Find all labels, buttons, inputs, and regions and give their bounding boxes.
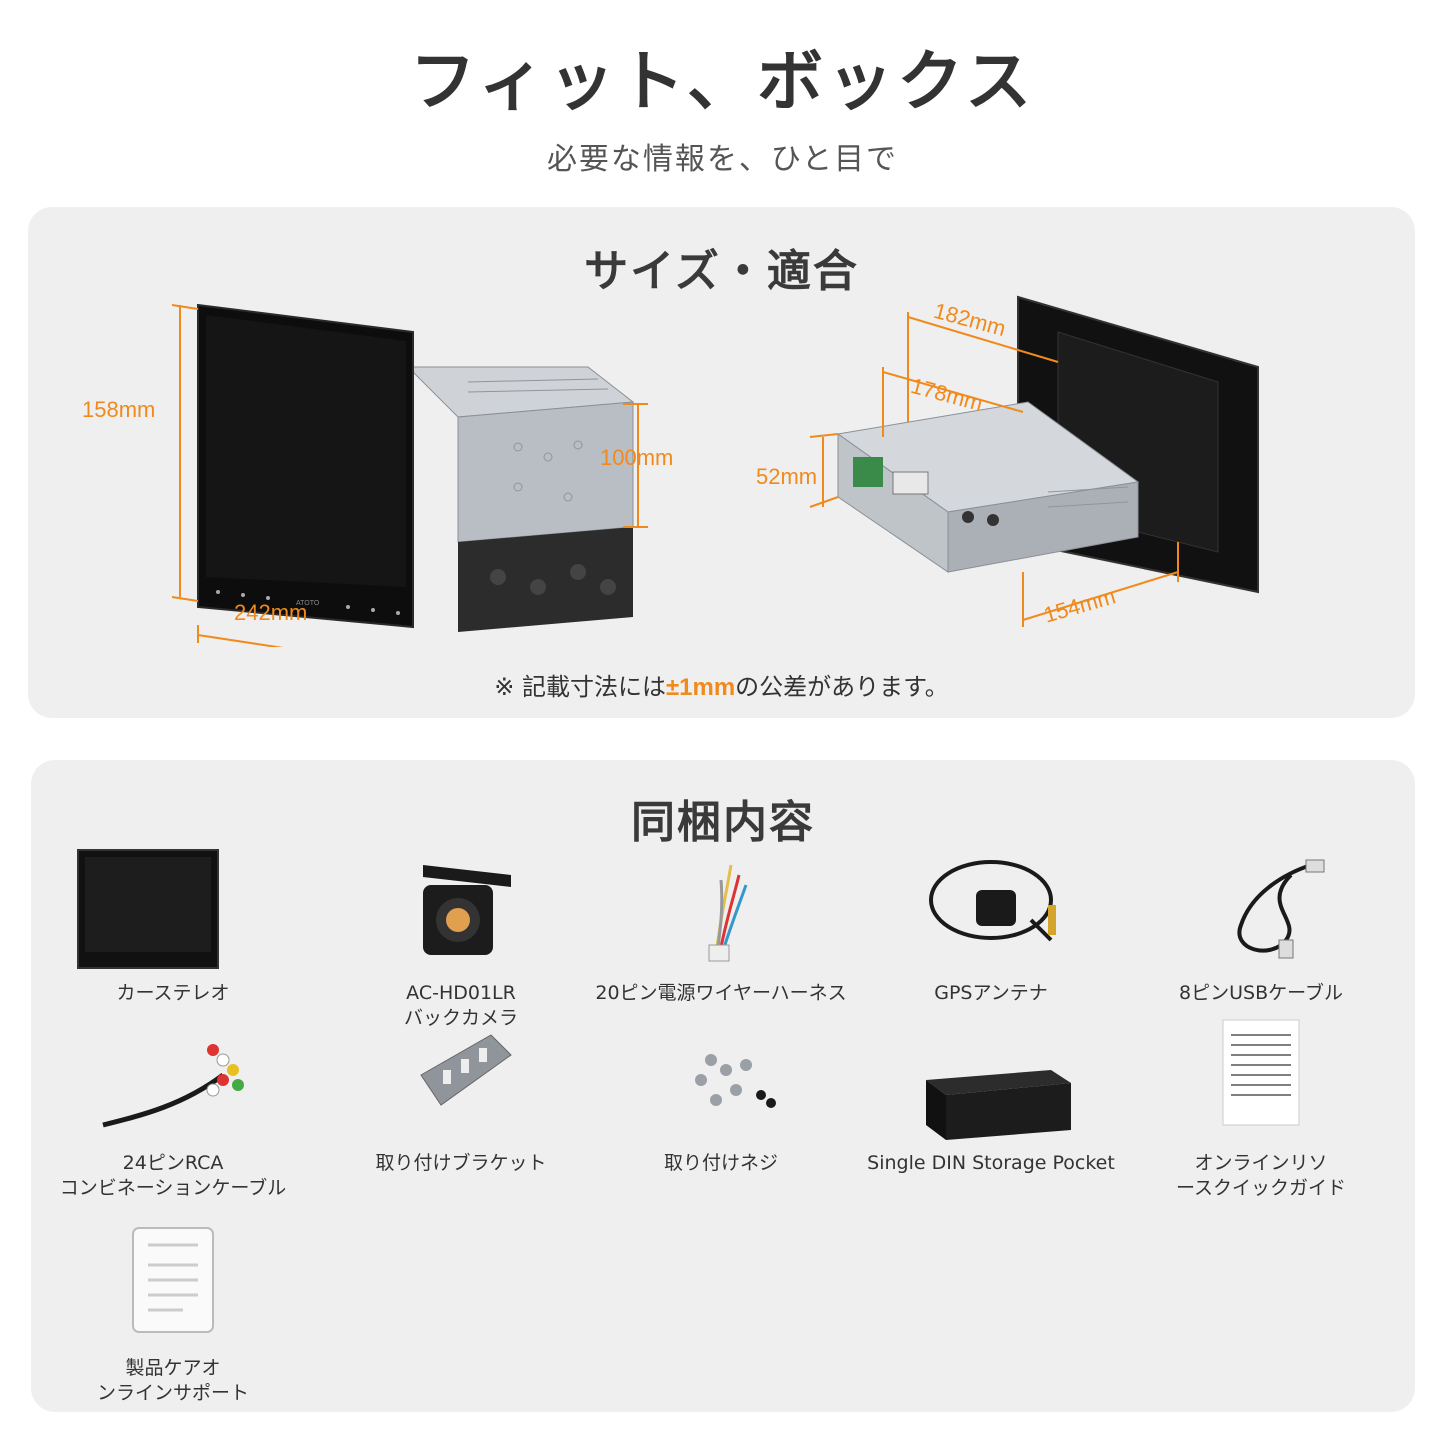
dim-height: 158mm [82,397,156,422]
size-fit-panel: サイズ・適合 ATOTO 158mm 242mm 100mm [28,207,1415,718]
brand-mark: ATOTO [296,600,320,607]
car-stereo-icon [77,849,219,969]
stereo-rear-view-illustration [809,295,1259,627]
dim-din-height: 52mm [756,464,818,489]
list-item: 取り付けブラケット [331,1015,591,1176]
dim-chassis-height: 100mm [600,445,674,470]
page-title: フィット、ボックス [409,43,1036,120]
dim-width: 242mm [234,600,308,625]
usb-cable-icon [1237,859,1325,959]
backup-camera-icon [423,865,511,955]
tolerance-value: ±1mm [665,674,736,701]
list-item: 取り付けネジ [591,1015,851,1176]
care-card-icon [132,1227,214,1333]
wire-harness-icon [708,864,748,962]
screws-icon [695,1054,776,1108]
list-item: オンラインリソースクイックガイド [1131,1015,1391,1201]
box-contents-title: 同梱内容 [631,797,815,848]
quick-guide-icon [1222,1019,1300,1126]
list-item: 8ピンUSBケーブル [1131,845,1391,1006]
list-item: 製品ケアオンラインサポート [43,1220,303,1406]
rca-cable-icon [102,1044,244,1128]
bracket-icon [420,1034,512,1106]
page-subtitle: 必要な情報を、ひと目で [546,142,899,177]
gps-antenna-icon [929,860,1056,942]
list-item: Single DIN Storage Pocket [861,1015,1121,1176]
list-item: GPSアンテナ [861,845,1121,1006]
list-item: 20ピン電源ワイヤーハーネス [591,845,851,1006]
stereo-front-view-illustration: ATOTO [171,303,648,647]
storage-pocket-icon [926,1070,1071,1140]
size-fit-title: サイズ・適合 [584,246,859,297]
tolerance-note: ※ 記載寸法には±1mmの公差があります。 [494,673,949,701]
list-item: カーステレオ [43,845,303,1006]
